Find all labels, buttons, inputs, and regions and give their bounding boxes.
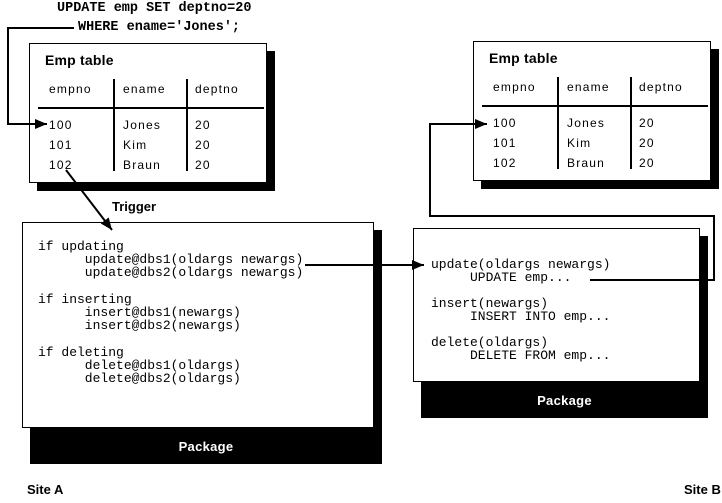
table-cell: 20 (195, 158, 211, 172)
site-b-label: Site B (684, 482, 721, 497)
header-rule (482, 105, 708, 107)
trigger-label: Trigger (112, 199, 157, 214)
table-cell: 100 (493, 116, 517, 130)
package-code: update(oldargs newargs) UPDATE emp... in… (431, 257, 611, 363)
emp-table-site-b: Emp table empno ename deptno 100 Jones 2… (473, 41, 711, 181)
table-cell: 20 (639, 136, 655, 150)
emp-table-site-a: Emp table empno ename deptno 100 Jones 2… (29, 43, 267, 183)
table-cell: 101 (493, 136, 517, 150)
column-header-deptno: deptno (195, 82, 239, 96)
table-cell: Braun (567, 156, 606, 170)
column-header-empno: empno (49, 82, 92, 96)
table-cell: 101 (49, 138, 73, 152)
column-header-ename: ename (567, 80, 610, 94)
header-rule (38, 107, 264, 109)
table-cell: Kim (123, 138, 148, 152)
table-cell: 102 (49, 158, 73, 172)
trigger-package-site-a: Package if updating update@dbs1(oldargs … (22, 222, 382, 464)
site-a-label: Site A (27, 482, 64, 497)
package-bar: Package (421, 382, 708, 418)
table-title: Emp table (489, 50, 558, 66)
table-cell: 20 (639, 116, 655, 130)
package-label: Package (178, 438, 234, 454)
package-site-b: Package update(oldargs newargs) UPDATE e… (413, 228, 708, 418)
sql-statement-line2: WHERE ename='Jones'; (78, 20, 241, 35)
table-cell: Braun (123, 158, 162, 172)
package-label: Package (537, 392, 592, 408)
column-header-deptno: deptno (639, 80, 683, 94)
package-bar: Package (30, 428, 382, 464)
column-divider (557, 77, 559, 169)
trigger-code: if updating update@dbs1(oldargs newargs)… (38, 239, 304, 387)
column-header-empno: empno (493, 80, 536, 94)
sql-statement-line1: UPDATE emp SET deptno=20 (57, 1, 252, 16)
table-title: Emp table (45, 52, 114, 68)
table-cell: 100 (49, 118, 73, 132)
table-cell: Kim (567, 136, 592, 150)
column-divider (186, 79, 188, 171)
table-cell: 20 (195, 138, 211, 152)
table-cell: 20 (195, 118, 211, 132)
column-divider (630, 77, 632, 169)
table-cell: Jones (567, 116, 606, 130)
package-box: update(oldargs newargs) UPDATE emp... in… (413, 228, 700, 382)
table-cell: 102 (493, 156, 517, 170)
table-cell: Jones (123, 118, 162, 132)
column-divider (113, 79, 115, 171)
trigger-box: if updating update@dbs1(oldargs newargs)… (22, 222, 374, 428)
column-header-ename: ename (123, 82, 166, 96)
table-cell: 20 (639, 156, 655, 170)
